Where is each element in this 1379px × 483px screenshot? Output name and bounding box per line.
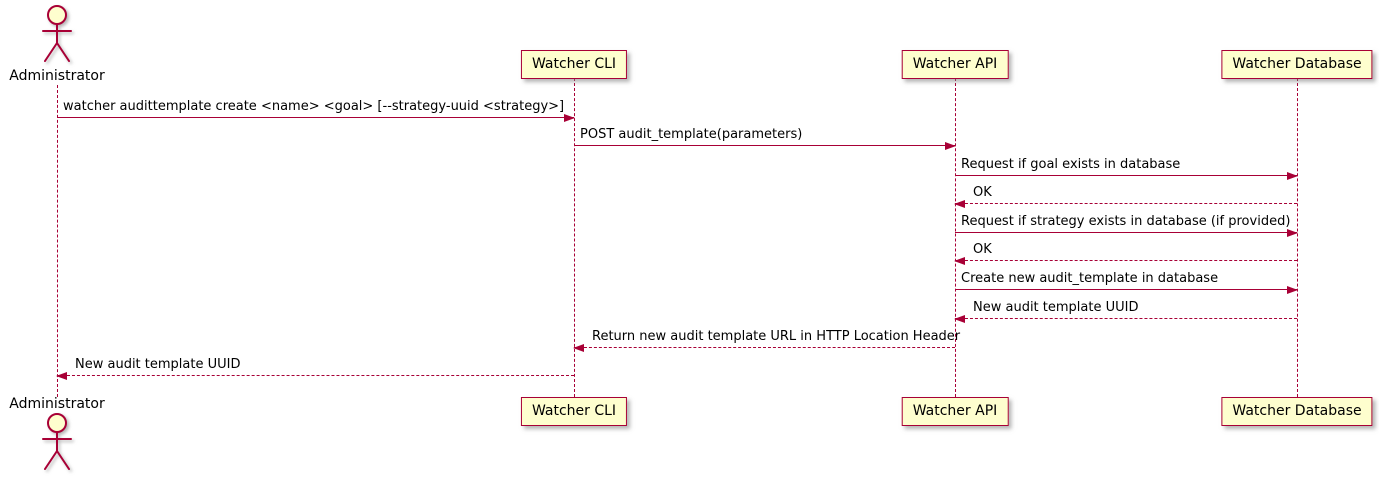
actor-label-administrator: Administrator <box>9 68 105 84</box>
message-line <box>574 145 955 146</box>
message-label: Request if strategy exists in database (… <box>961 214 1291 229</box>
lifeline-watcher-api <box>955 78 956 397</box>
message-line <box>955 203 1297 204</box>
message-label: New audit template UUID <box>973 300 1139 315</box>
message-line <box>57 375 574 376</box>
participant-watcher-cli-top: Watcher CLI <box>520 50 628 79</box>
message-line <box>955 289 1297 290</box>
message-line <box>57 117 574 118</box>
message-label: OK <box>973 185 992 200</box>
message-7: Create new audit_template in database <box>955 269 1298 294</box>
lifeline-watcher-cli <box>574 78 575 397</box>
message-line <box>955 232 1297 233</box>
message-label: watcher audittemplate create <name> <goa… <box>63 99 565 114</box>
actor-icon <box>34 4 80 70</box>
message-label: OK <box>973 242 992 257</box>
message-label: Request if goal exists in database <box>961 157 1181 172</box>
message-10: New audit template UUID <box>56 355 574 380</box>
message-6: OK <box>954 240 1297 265</box>
arrowhead-icon <box>954 200 965 208</box>
arrowhead-icon <box>573 344 584 352</box>
arrowhead-icon <box>954 257 965 265</box>
message-3: Request if goal exists in database <box>955 155 1298 180</box>
arrowhead-icon <box>1287 286 1298 294</box>
arrowhead-icon <box>56 372 67 380</box>
participant-watcher-api-bottom: Watcher API <box>901 397 1009 426</box>
participant-watcher-api-top: Watcher API <box>901 50 1009 79</box>
message-8: New audit template UUID <box>954 298 1297 323</box>
actor-icon <box>34 412 80 478</box>
arrowhead-icon <box>945 142 956 150</box>
message-label: Return new audit template URL in HTTP Lo… <box>592 329 961 344</box>
message-label: Create new audit_template in database <box>961 271 1219 286</box>
message-line <box>955 175 1297 176</box>
message-line <box>955 318 1297 319</box>
arrowhead-icon <box>1287 229 1298 237</box>
lifeline-administrator <box>57 85 58 397</box>
participant-watcher-database-bottom: Watcher Database <box>1221 397 1373 426</box>
message-label: New audit template UUID <box>75 357 241 372</box>
message-1: watcher audittemplate create <name> <goa… <box>57 97 575 122</box>
participant-watcher-cli-bottom: Watcher CLI <box>520 397 628 426</box>
actor-label-administrator: Administrator <box>9 396 105 412</box>
message-5: Request if strategy exists in database (… <box>955 212 1298 237</box>
message-4: OK <box>954 183 1297 208</box>
message-label: POST audit_template(parameters) <box>580 127 803 142</box>
lifeline-watcher-database <box>1297 78 1298 397</box>
message-line <box>955 260 1297 261</box>
arrowhead-icon <box>954 315 965 323</box>
message-2: POST audit_template(parameters) <box>574 125 956 150</box>
arrowhead-icon <box>564 114 575 122</box>
message-line <box>574 347 955 348</box>
participant-watcher-database-top: Watcher Database <box>1221 50 1373 79</box>
message-9: Return new audit template URL in HTTP Lo… <box>573 327 960 352</box>
arrowhead-icon <box>1287 172 1298 180</box>
